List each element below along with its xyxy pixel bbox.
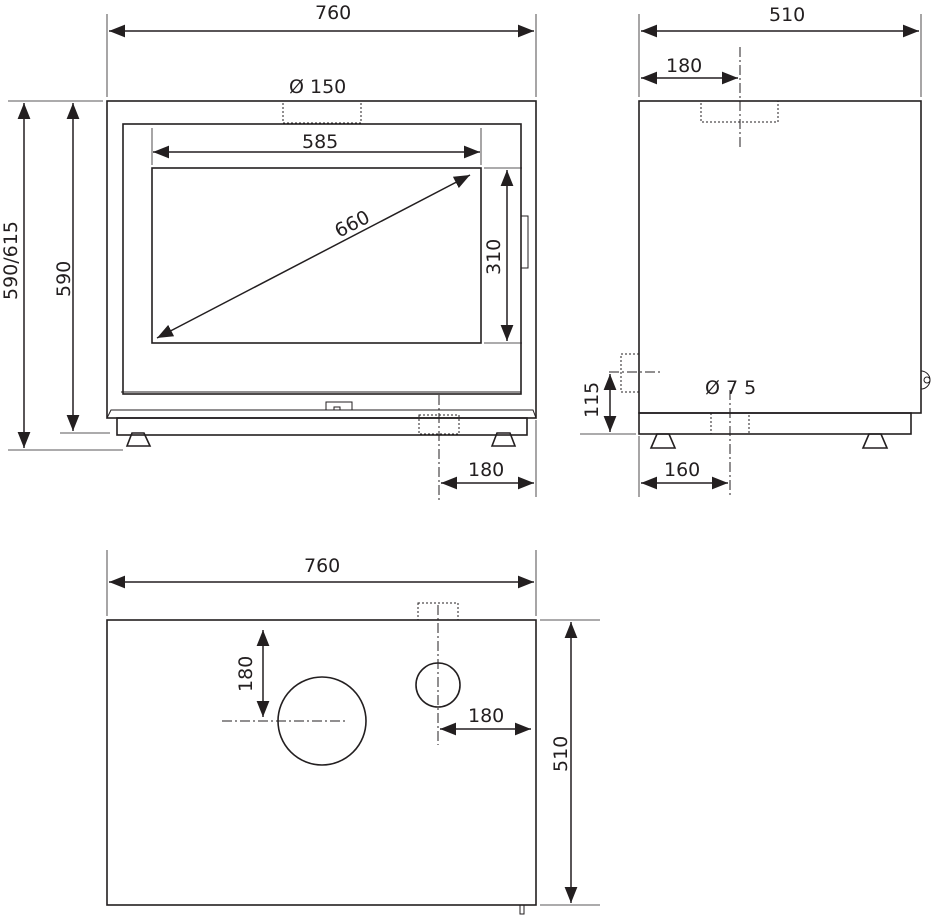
label-flue-diameter: Ø 150 [289,76,346,98]
door-latch [325,401,353,411]
label-top-outlet-offset: 180 [468,705,504,727]
side-view: 510 180 115 Ø 7 5 160 [580,4,931,497]
side-air-stub [620,353,639,393]
top-view: 760 510 180 180 [106,550,600,915]
label-body-height: 590 [53,261,75,297]
flue-collar [282,100,362,124]
side-plinth [638,412,912,435]
label-rear-outlet-offset: 180 [468,459,504,481]
label-total-height: 590/615 [0,221,22,300]
label-air-inlet-diameter: Ø 7 5 [705,377,756,399]
label-glass-width: 585 [302,131,338,153]
label-front-width: 760 [315,2,351,24]
dim-glass-diagonal [156,174,471,339]
side-knob [920,370,931,390]
label-top-width: 760 [304,555,340,577]
foot-right [490,432,517,447]
label-side-depth: 510 [769,4,805,26]
label-side-flue-offset: 180 [666,55,702,77]
top-body-outline [106,619,537,906]
side-body-outline [638,100,922,414]
front-view: 760 Ø 150 585 660 310 590/615 590 180 [0,2,537,500]
plinth-top [106,409,537,419]
label-top-flue-offset: 180 [235,656,257,692]
side-knob-center [923,376,931,384]
top-knob [519,904,525,915]
side-foot-left [649,433,677,449]
label-top-depth: 510 [550,736,572,772]
label-air-inlet-offset: 160 [664,459,700,481]
foot-left [125,432,152,447]
label-air-inlet-height: 115 [581,382,603,418]
label-glass-height: 310 [483,239,505,275]
top-rear-stub [417,602,459,621]
door-handle [520,215,529,269]
side-foot-right [861,433,889,449]
door-frame [122,123,522,395]
plinth-base [116,417,528,436]
glass-panel [151,167,482,344]
